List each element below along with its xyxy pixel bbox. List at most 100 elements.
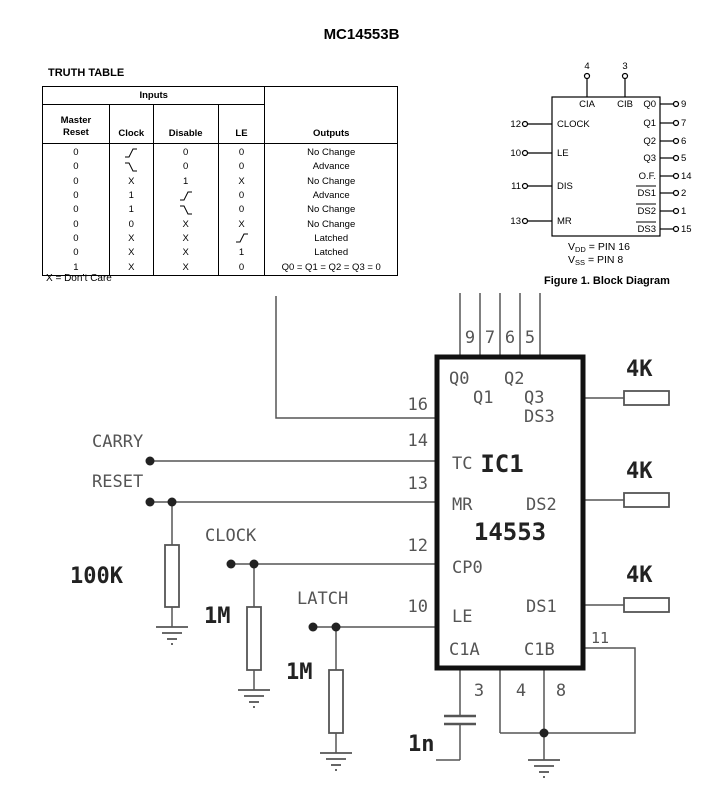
ic-pin-4: 4 <box>516 681 526 701</box>
ic-label-q1: Q1 <box>473 388 493 408</box>
ic-pin-10: 10 <box>408 597 428 617</box>
ic-label-c1b: C1B <box>524 640 555 660</box>
schematic-wires <box>150 293 636 761</box>
resistor-4k-1 <box>623 390 670 406</box>
truth-table-cell: 1 <box>108 203 154 218</box>
ic-label-q0: Q0 <box>449 369 469 389</box>
bd-left-pin-num-11: 11 <box>511 181 521 192</box>
truth-table-cell: X <box>152 217 219 232</box>
truth-table-cell: X <box>152 246 219 261</box>
truth-table-cell: X <box>108 246 154 261</box>
truth-table-cell: 1 <box>108 188 154 204</box>
bd-right-pin-num-2: 2 <box>681 188 686 199</box>
ic-pin-12: 12 <box>408 536 428 556</box>
bd-label-ds1: DS1 <box>638 188 656 199</box>
signal-label-latch: LATCH <box>297 589 348 609</box>
column-header-master-reset: Master Reset <box>42 104 110 144</box>
column-header-clock: Clock <box>108 104 154 144</box>
truth-table-cell <box>108 160 154 175</box>
ic1-body <box>434 354 586 671</box>
resistor-4k-2 <box>623 492 670 508</box>
truth-table-cell: Latched <box>264 246 398 261</box>
label-1m-clock: 1M <box>204 604 231 629</box>
inputs-group-header: Inputs <box>41 86 266 105</box>
capacitor-1n <box>444 714 476 726</box>
bd-label-q0: Q0 <box>643 99 656 110</box>
label-4k-3: 4K <box>626 563 653 588</box>
ic-top-pin-9: 9 <box>465 328 475 348</box>
truth-table-cell: No Change <box>264 217 398 232</box>
bd-left-pin-num-12: 12 <box>510 119 521 130</box>
ic-label-cp0: CP0 <box>452 558 483 578</box>
truth-table-cell: No Change <box>264 174 398 189</box>
truth-table-cell <box>108 143 154 161</box>
falling-edge-icon <box>179 205 192 215</box>
bd-label-of: O.F. <box>639 171 656 182</box>
bd-label-q2: Q2 <box>643 136 656 147</box>
ground-icon <box>156 626 188 645</box>
block-diagram: 4 3 CIA CIB 12 10 11 13 CLOCK LE DIS MR … <box>510 61 692 287</box>
bd-label-ds2: DS2 <box>638 206 656 217</box>
truth-table-cell: No Change <box>264 143 398 161</box>
ic-part-number: 14553 <box>474 518 546 546</box>
bd-vdd-note: VDD = PIN 16 <box>568 241 630 254</box>
truth-table-cell: X <box>152 231 219 247</box>
bd-right-pin-num-7: 7 <box>681 118 686 129</box>
schematic-junctions <box>145 456 549 738</box>
bd-right-pin-num-9: 9 <box>681 99 686 110</box>
ic-top-pin-7: 7 <box>485 328 495 348</box>
ic-label-le: LE <box>452 607 472 627</box>
rising-edge-icon <box>235 233 248 243</box>
bd-label-dis: DIS <box>557 181 573 192</box>
ic-label-ds2: DS2 <box>526 495 557 515</box>
bd-label-q1: Q1 <box>643 118 656 129</box>
truth-table-cell <box>152 203 219 218</box>
ic-top-pin-5: 5 <box>525 328 535 348</box>
truth-table-cell: X <box>108 174 154 189</box>
truth-table-cell: No Change <box>264 203 398 218</box>
ground-symbols <box>156 626 560 778</box>
bd-label-mr: MR <box>557 216 572 227</box>
bd-top-pin-num-3: 3 <box>622 61 627 72</box>
bd-label-le: LE <box>557 148 569 159</box>
falling-edge-icon <box>125 162 138 172</box>
bd-right-pin-num-1: 1 <box>681 206 686 217</box>
truth-table-cell: X <box>108 260 154 276</box>
signal-label-clock: CLOCK <box>205 526 257 546</box>
truth-table-cell: Advance <box>264 160 398 175</box>
resistor-100k <box>164 544 180 608</box>
truth-table-cell: 1 <box>152 174 219 189</box>
resistor-1m-clock <box>246 606 262 671</box>
truth-table-cell: Q0 = Q1 = Q2 = Q3 = 0 <box>264 260 398 276</box>
truth-table-cell: 0 <box>108 217 154 232</box>
ic-label-ds1: DS1 <box>526 597 557 617</box>
truth-table-cell: Advance <box>264 188 398 204</box>
column-header-le: LE <box>217 104 266 144</box>
ic-pin-13: 13 <box>408 474 428 494</box>
bd-label-q3: Q3 <box>643 153 656 164</box>
label-100k: 100K <box>70 564 124 589</box>
label-4k-1: 4K <box>626 357 653 382</box>
bd-label-cib: CIB <box>617 99 633 110</box>
ic-pin-16: 16 <box>408 395 428 415</box>
ic-pin-14: 14 <box>408 431 428 451</box>
ic-label-q2: Q2 <box>504 369 524 389</box>
truth-table-cell: X <box>108 231 154 247</box>
truth-table-cell: X <box>152 260 219 276</box>
page-title: MC14553B <box>323 26 400 43</box>
bd-label-cia: CIA <box>579 99 596 110</box>
bd-right-pin-num-15: 15 <box>681 224 692 235</box>
ic-name: IC1 <box>480 450 523 478</box>
bd-label-clock: CLOCK <box>557 119 590 130</box>
ic-pin-3: 3 <box>474 681 484 701</box>
truth-table-cell: 0 <box>152 143 219 161</box>
ic-label-mr: MR <box>452 495 473 515</box>
